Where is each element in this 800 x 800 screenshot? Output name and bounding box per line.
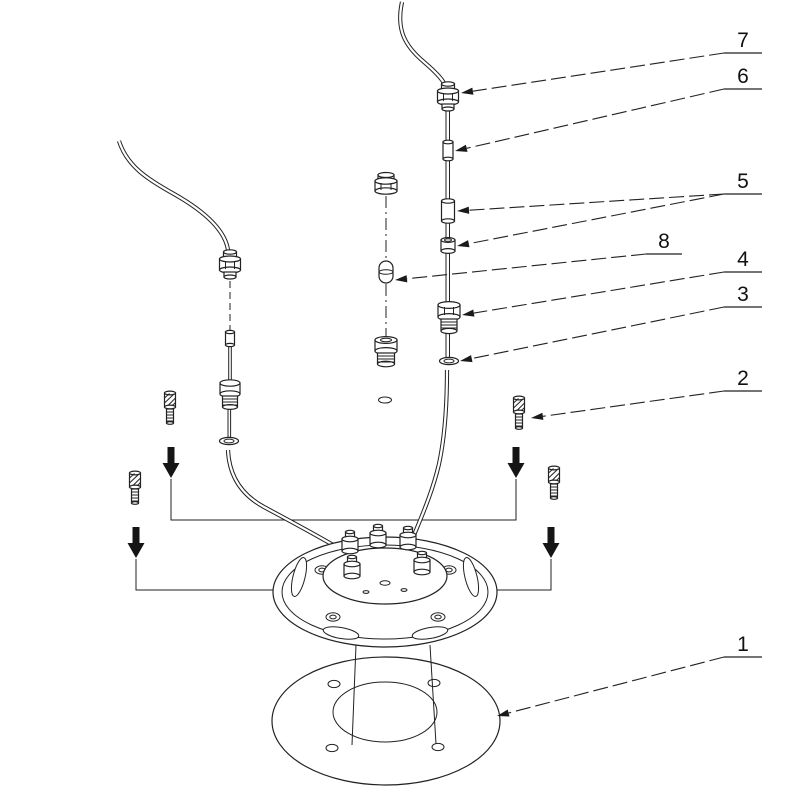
mounting-flange-1 [271, 656, 501, 786]
mounting-studs [351, 644, 437, 746]
top-cable [398, 1, 449, 89]
callout-label-5: 5 [737, 170, 749, 193]
callout-label-3: 3 [737, 283, 749, 306]
left-wire-lower [225, 449, 347, 554]
left-cable-gland [218, 249, 242, 280]
leader-arrowhead-5 [457, 206, 470, 214]
middle-plug [374, 336, 398, 368]
callout-label-7: 7 [737, 29, 749, 52]
callout-layer: 7 6 5 8 4 3 2 1 [395, 29, 762, 717]
leader-arrowhead-3 [460, 355, 473, 363]
sensor-insert-8 [378, 260, 394, 284]
terminal-platform [322, 547, 448, 605]
plate-hole [378, 396, 392, 404]
leader-arrowhead-4 [462, 309, 475, 317]
left-sleeve [224, 329, 236, 348]
fixing-screw [512, 395, 526, 430]
terminal-head-assembly [272, 523, 498, 648]
left-cable [117, 140, 231, 251]
leader-line-5 [468, 193, 725, 245]
leader-line-7 [472, 52, 725, 92]
left-washer [218, 436, 240, 446]
callout-label-2: 2 [737, 367, 749, 390]
fixing-screw [547, 465, 561, 500]
leader-arrowhead-8 [395, 275, 408, 283]
callout-label-1: 1 [737, 633, 749, 656]
spacer-5b [440, 237, 456, 255]
fixing-screw [128, 470, 142, 505]
leader-line-4 [473, 271, 725, 314]
leader-line-8 [406, 253, 647, 280]
left-gland-nut [219, 379, 241, 411]
gland-nut-4 [437, 301, 461, 335]
leader-line-5 [468, 193, 725, 211]
leader-line-3 [471, 306, 725, 360]
leader-line-2 [542, 390, 725, 417]
cable-gland-7 [436, 81, 460, 112]
leader-arrowhead-5 [457, 240, 470, 248]
leader-arrowhead-2 [531, 412, 544, 420]
right-wire-lower [410, 369, 450, 541]
left-rod-upper [228, 346, 232, 383]
callout-label-8: 8 [658, 230, 670, 253]
left-rod-lower [227, 409, 232, 438]
leader-arrowhead-6 [455, 144, 468, 152]
callout-label-4: 4 [737, 248, 749, 271]
fixing-screw [163, 390, 177, 425]
sleeve-6 [442, 139, 454, 162]
leader-arrowhead-7 [461, 87, 474, 95]
leader-line-1 [508, 656, 725, 714]
spacer-5a [440, 198, 456, 224]
washer-3 [438, 356, 460, 366]
leader-line-6 [466, 88, 725, 149]
middle-hex-nut [374, 171, 398, 195]
leader-arrowhead-1 [497, 709, 510, 717]
callout-label-6: 6 [737, 65, 749, 88]
